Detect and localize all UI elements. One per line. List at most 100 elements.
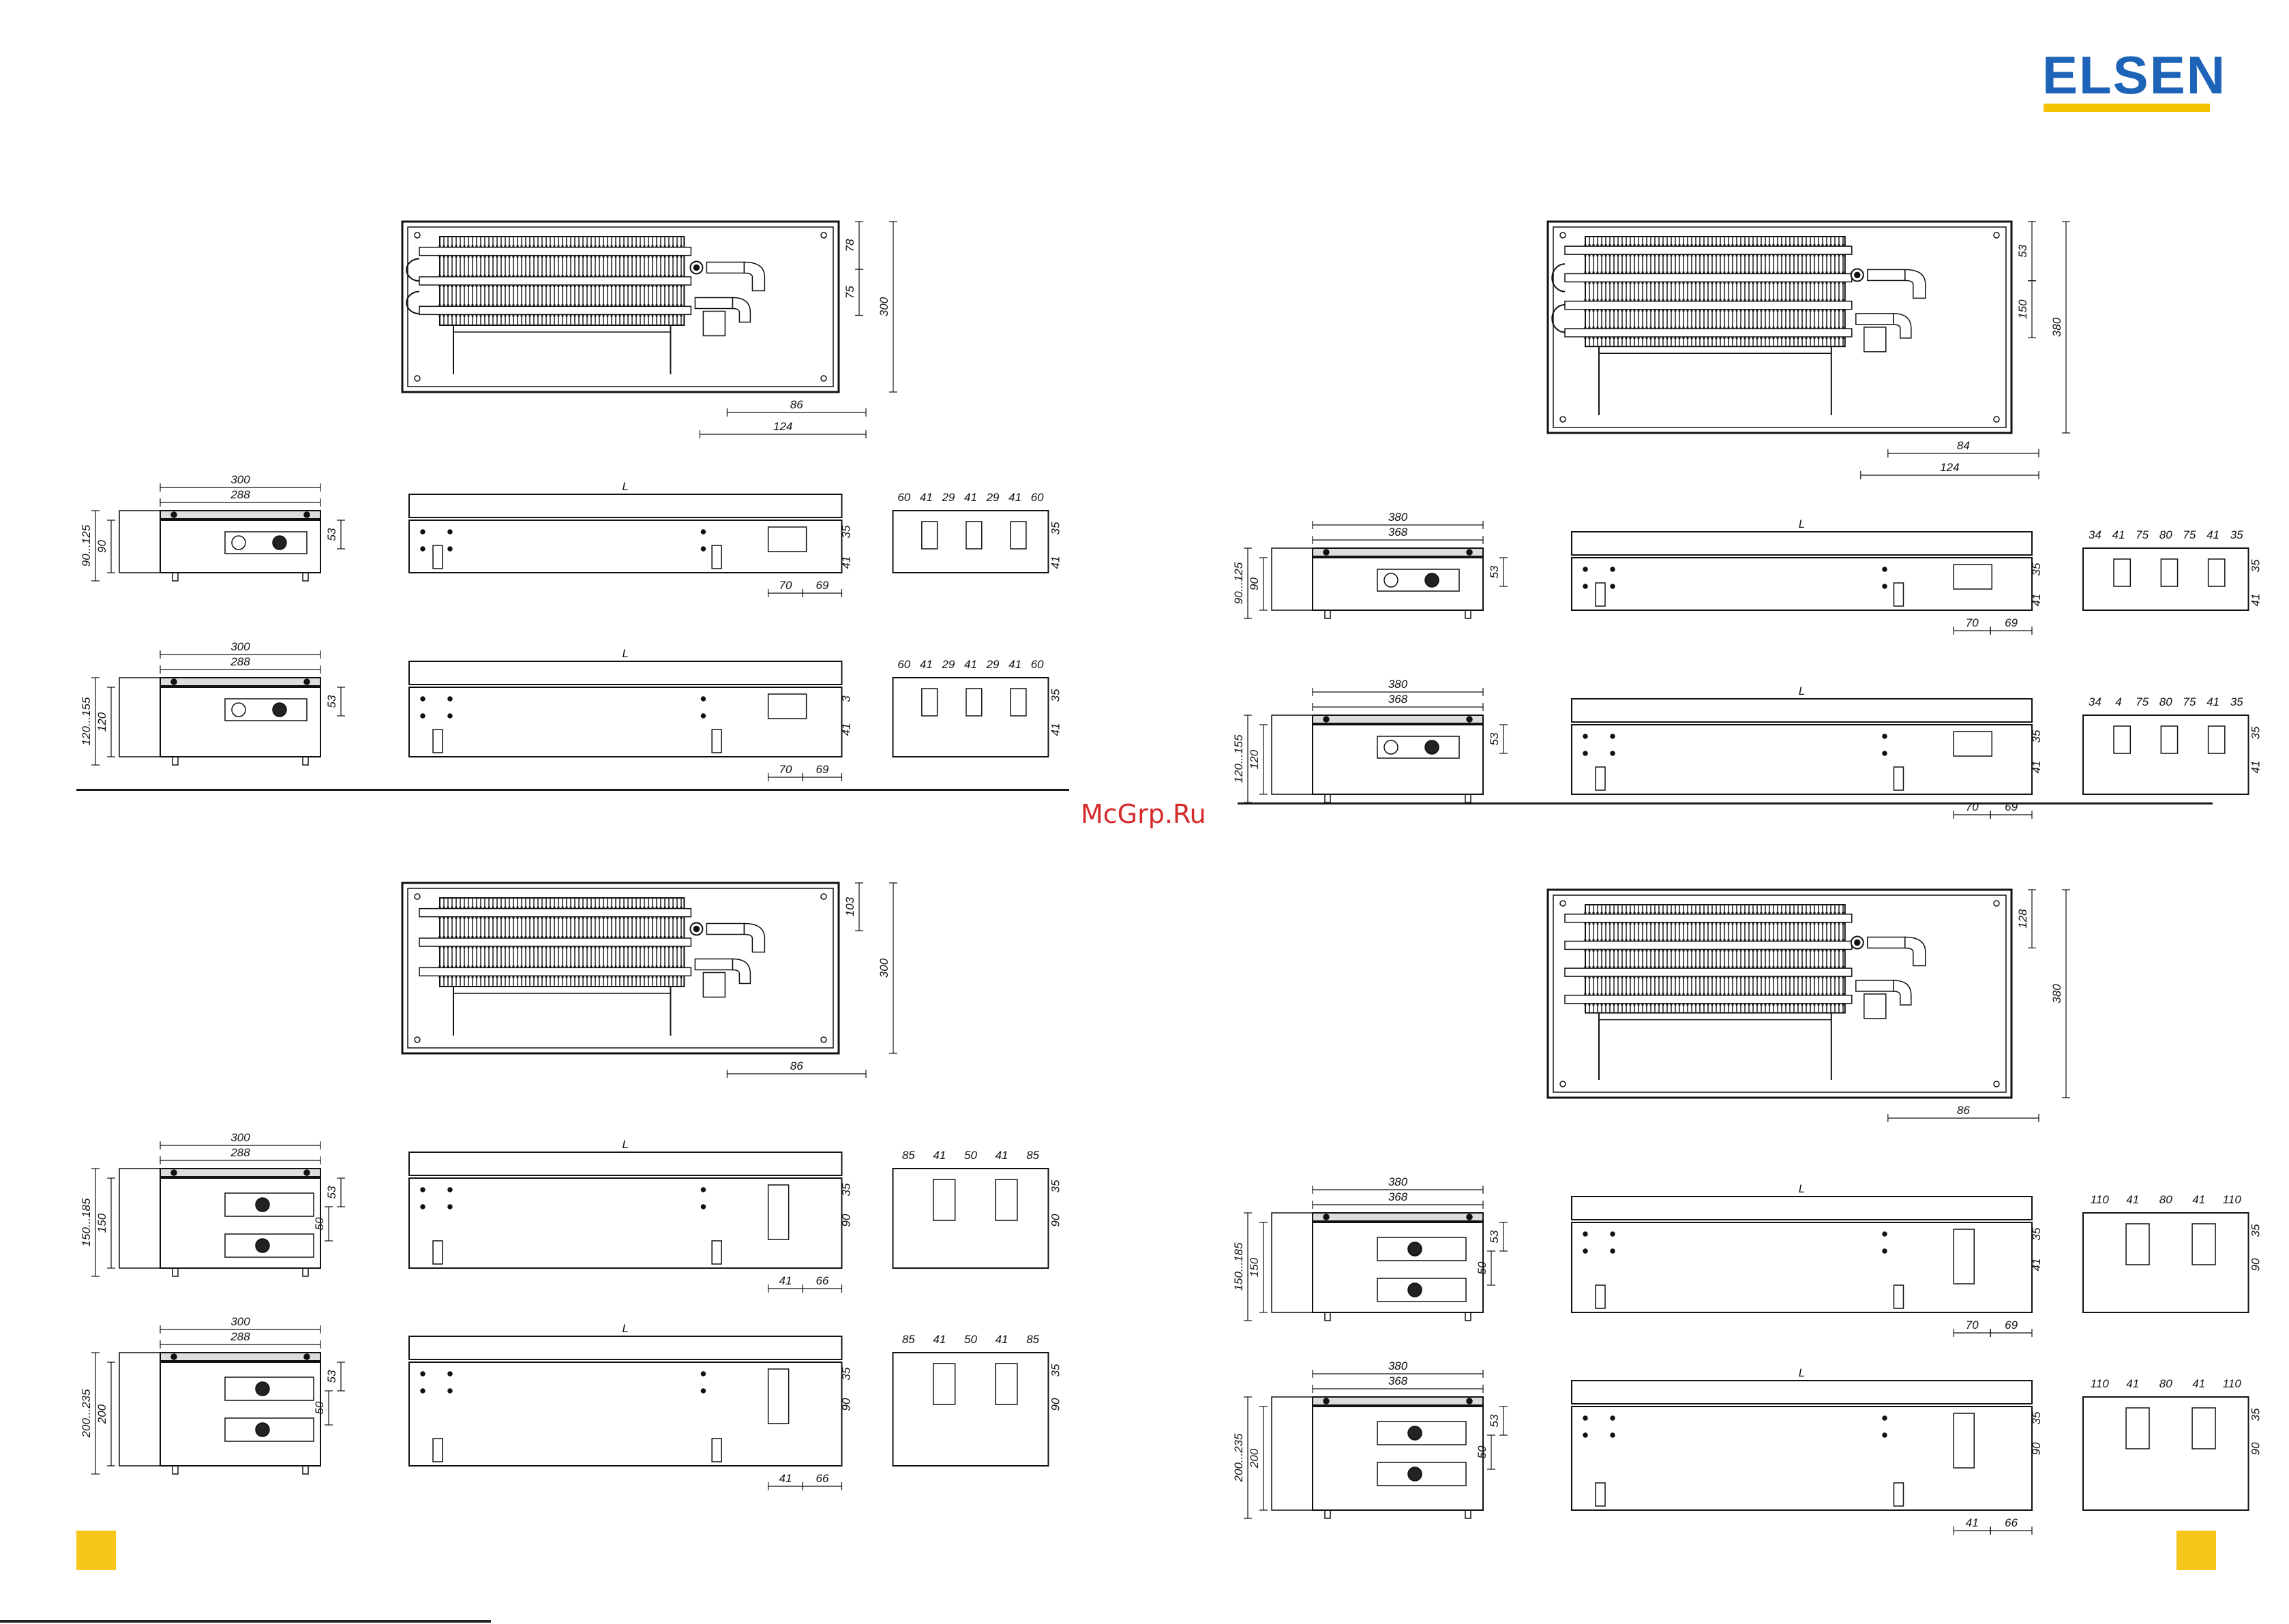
dimension-label: 80 bbox=[2159, 1193, 2172, 1206]
dimension-label: 90 bbox=[840, 1398, 853, 1411]
dimension-label: 50 bbox=[964, 1333, 977, 1346]
dimension-label: 110 bbox=[2223, 1377, 2242, 1390]
dimension-label: 120 bbox=[95, 712, 108, 732]
dimension-label: 300 bbox=[230, 1315, 250, 1328]
dimension-label: 368 bbox=[1388, 1190, 1408, 1203]
dimension-label: 200 bbox=[1248, 1448, 1261, 1469]
dimension-label: 41 bbox=[2126, 1377, 2139, 1390]
dimension-label: 288 bbox=[230, 655, 250, 668]
dimension-label: 120...155 bbox=[1232, 734, 1245, 783]
dimension-label: 41 bbox=[2206, 528, 2219, 541]
dimension-label: 200...235 bbox=[1232, 1433, 1245, 1482]
dimension-label: 66 bbox=[2005, 1516, 2018, 1529]
dimension-label: 200 bbox=[95, 1404, 108, 1424]
dimension-label: 300 bbox=[230, 1131, 250, 1144]
dimension-label: 41 bbox=[2030, 594, 2043, 607]
dimension-label: 69 bbox=[816, 579, 828, 592]
dimension-label: 150 bbox=[95, 1213, 108, 1233]
dimension-label: 85 bbox=[1026, 1333, 1039, 1346]
dimension-label: 288 bbox=[230, 1146, 250, 1159]
dimension-label: 41 bbox=[779, 1274, 792, 1287]
logo-underline bbox=[2044, 104, 2210, 112]
plan-view-bl bbox=[401, 882, 840, 1055]
dimension-label: 41 bbox=[964, 491, 977, 504]
divider-left bbox=[76, 789, 1069, 791]
dimension-label: 69 bbox=[2005, 616, 2018, 629]
dimension-label: 80 bbox=[2159, 1377, 2172, 1390]
dimension-label: 90 bbox=[2249, 1442, 2262, 1455]
dimension-label: 41 bbox=[840, 723, 853, 736]
dimension-label: 70 bbox=[779, 579, 792, 592]
dimension-label: 69 bbox=[816, 763, 828, 776]
dimension-label: 29 bbox=[986, 491, 1000, 504]
dimension-label: 110 bbox=[2223, 1193, 2242, 1206]
dimension-label: 41 bbox=[1008, 658, 1021, 671]
dimension-label: 41 bbox=[964, 658, 977, 671]
dimension-label: 41 bbox=[2030, 1259, 2043, 1272]
dimension-label: 60 bbox=[1031, 491, 1044, 504]
dimension-label: 75 bbox=[843, 286, 856, 299]
dimension-label: 41 bbox=[2126, 1193, 2139, 1206]
dimension-label: 75 bbox=[2183, 528, 2196, 541]
dimension-label: 41 bbox=[996, 1149, 1008, 1162]
dimension-label: 35 bbox=[1049, 1364, 1062, 1377]
dimension-label: L bbox=[623, 647, 629, 660]
dimension-label: 34 bbox=[2089, 695, 2101, 708]
dimension-label: 69 bbox=[2005, 1319, 2018, 1332]
elsen-logo: ELSEN bbox=[2042, 48, 2225, 112]
dimension-label: 124 bbox=[1940, 461, 1959, 474]
dimension-label: 41 bbox=[1966, 1516, 1979, 1529]
dimension-label: 70 bbox=[1966, 616, 1979, 629]
dimension-label: 103 bbox=[843, 897, 856, 916]
dimension-label: 41 bbox=[2206, 695, 2219, 708]
dimension-label: 41 bbox=[1008, 491, 1021, 504]
dimension-label: 50 bbox=[313, 1217, 326, 1230]
dimension-label: 380 bbox=[2050, 317, 2063, 337]
dimension-label: 90 bbox=[2030, 1442, 2043, 1455]
dimension-label: 4 bbox=[2115, 695, 2121, 708]
dimension-label: L bbox=[1799, 517, 1805, 530]
footer-rule bbox=[0, 1620, 491, 1623]
dimension-label: 80 bbox=[2159, 695, 2172, 708]
dimension-label: L bbox=[623, 1138, 629, 1151]
dimension-label: 41 bbox=[920, 491, 933, 504]
dimension-label: 41 bbox=[920, 658, 933, 671]
dimension-label: 90 bbox=[1049, 1398, 1062, 1411]
dimension-label: 41 bbox=[933, 1149, 946, 1162]
dimension-label: 35 bbox=[2249, 1224, 2262, 1237]
dimension-label: 84 bbox=[1957, 439, 1970, 452]
dimension-label: 124 bbox=[773, 420, 792, 433]
page-marker-left bbox=[76, 1531, 116, 1570]
dimension-label: 29 bbox=[941, 658, 955, 671]
dimension-label: 75 bbox=[2183, 695, 2196, 708]
dimension-label: 41 bbox=[2249, 761, 2262, 774]
dimension-label: 60 bbox=[897, 658, 910, 671]
dimension-label: 41 bbox=[2030, 761, 2043, 774]
dimension-label: 35 bbox=[1049, 1179, 1062, 1192]
dimension-label: L bbox=[1799, 685, 1805, 697]
dimension-label: 53 bbox=[2016, 244, 2029, 257]
dimension-label: 35 bbox=[2030, 730, 2043, 742]
dimension-label: 300 bbox=[230, 640, 250, 653]
dimension-label: 75 bbox=[2136, 528, 2149, 541]
dimension-label: 70 bbox=[1966, 800, 1979, 813]
dimension-label: 41 bbox=[840, 556, 853, 569]
dimension-label: 60 bbox=[1031, 658, 1044, 671]
dimension-label: 53 bbox=[325, 528, 338, 541]
dimension-label: 86 bbox=[790, 398, 803, 411]
dimension-label: 85 bbox=[1026, 1149, 1039, 1162]
